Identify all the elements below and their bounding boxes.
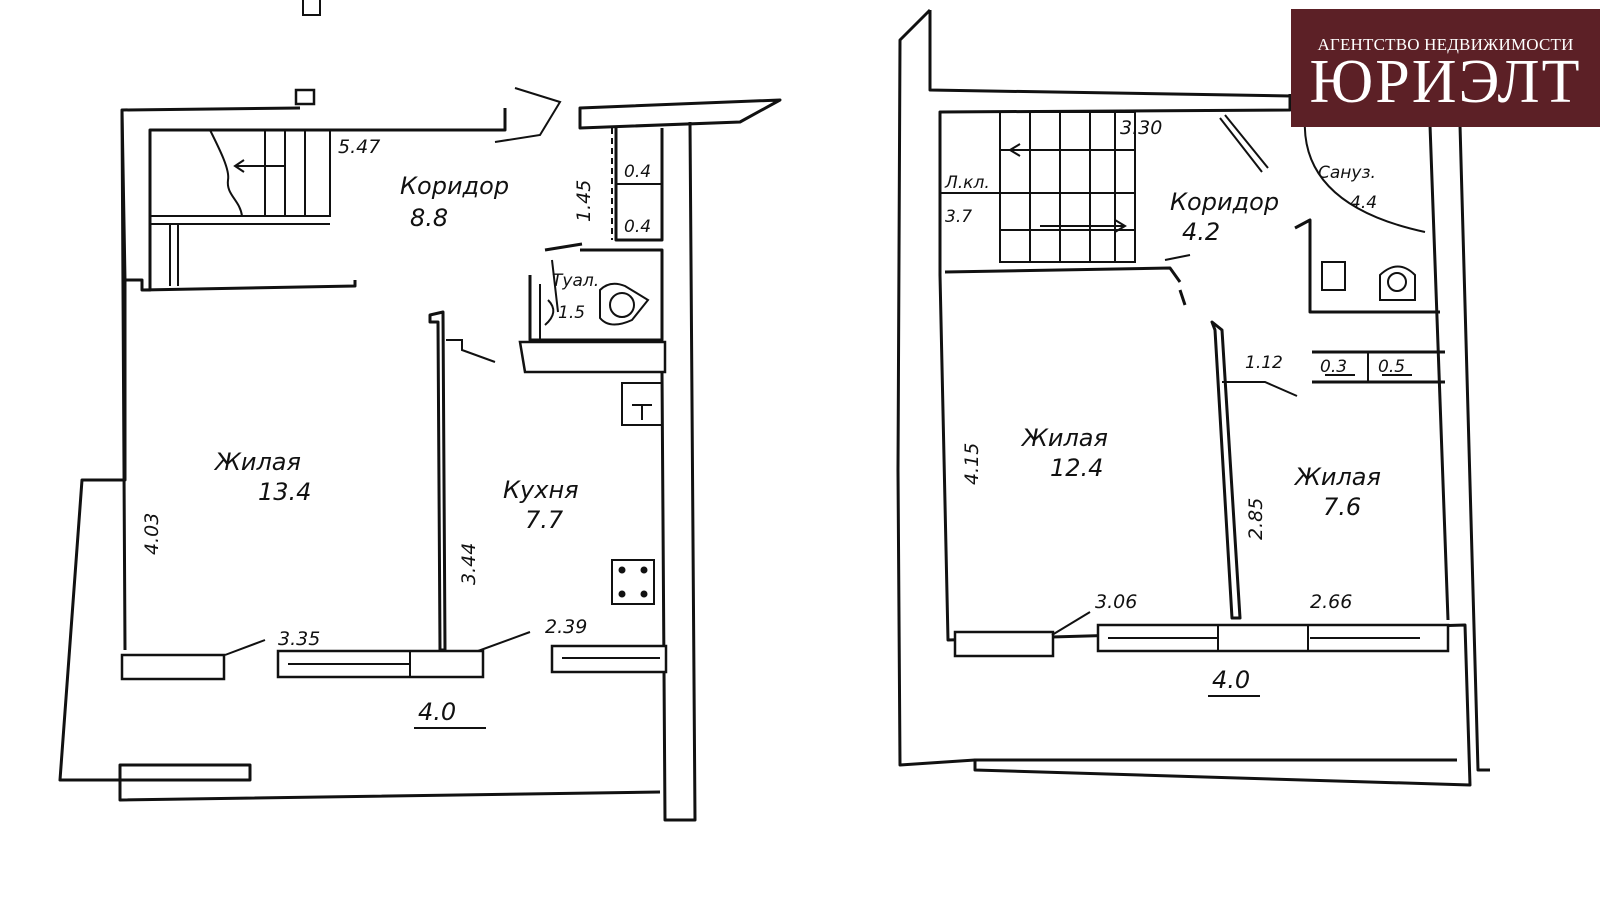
dim-stair-width-1: 5.47 xyxy=(338,136,380,158)
closet-1a-area: 0.4 xyxy=(624,162,651,182)
bath-area: 4.4 xyxy=(1350,193,1377,213)
dim-living-width-2b: 2.66 xyxy=(1310,591,1352,613)
bath-door-arc xyxy=(1303,117,1426,233)
dim-leaders-1 xyxy=(224,631,531,656)
toilet-area: 1.5 xyxy=(558,303,585,323)
sink-tap xyxy=(632,404,652,420)
closet-1b-area: 0.4 xyxy=(624,217,651,237)
kitchen-door xyxy=(446,339,496,363)
living-door xyxy=(1222,381,1298,397)
living-2b-area: 7.6 xyxy=(1323,493,1361,521)
logo-brand-name: ЮРИЭЛТ xyxy=(1309,48,1582,116)
corridor-partition xyxy=(141,280,357,292)
living-1-label: Жилая xyxy=(213,448,301,476)
closet-2a-area: 0.3 xyxy=(1320,357,1347,377)
living-partition xyxy=(1210,320,1242,620)
corridor-1-label: Коридор xyxy=(400,172,509,200)
kitchen-area: 7.7 xyxy=(525,506,564,534)
windows-2 xyxy=(953,623,1450,658)
bathroom-2 xyxy=(1294,218,1440,314)
windows-1 xyxy=(120,644,668,681)
dim-kitchen-width: 2.39 xyxy=(545,616,587,638)
stair-partition xyxy=(944,266,1187,306)
stair-door xyxy=(1164,254,1191,261)
dim-corridor-depth: 1.45 xyxy=(573,180,595,222)
corridor-1-area: 8.8 xyxy=(410,204,448,232)
closet-2b-area: 0.5 xyxy=(1378,357,1405,377)
floor-1-labels: Коридор 8.8 5.47 1.45 0.4 0.4 Туал. 1.5 … xyxy=(141,136,651,729)
logo-tagline: АГЕНТСТВО НЕДВИЖИМОСТИ xyxy=(1317,35,1574,54)
top-right-wall xyxy=(578,98,782,130)
kitchen-upper-wall xyxy=(518,340,667,374)
corridor-2-area: 4.2 xyxy=(1182,218,1220,246)
closets-2 xyxy=(1312,350,1445,384)
living-2a-area: 12.4 xyxy=(1050,454,1103,482)
staircase-2 xyxy=(940,111,1136,263)
living-1-area: 13.4 xyxy=(258,478,311,506)
dim-living-width-1: 3.35 xyxy=(278,628,320,650)
sink-fixture xyxy=(621,382,663,426)
toilet-label: Туал. xyxy=(552,271,599,291)
top-wall-mark xyxy=(302,0,321,16)
dim-kitchen-depth: 3.44 xyxy=(458,543,480,585)
toilet-1 xyxy=(528,242,664,342)
dim-living-width-2a: 3.06 xyxy=(1095,591,1137,613)
floor-2-plan xyxy=(896,8,1490,787)
entry-door-swing xyxy=(494,87,562,143)
living-kitchen-wall xyxy=(428,310,447,652)
dim-living-depth-2a: 4.15 xyxy=(961,443,983,485)
dim-passage: 1.12 xyxy=(1245,353,1283,373)
outer-wall-2-west xyxy=(896,8,976,767)
floor-2-labels: Л.кл. 3.7 3.30 Коридор 4.2 Сануз. 4.4 1.… xyxy=(944,117,1405,697)
bath-label: Сануз. xyxy=(1318,163,1376,183)
dim-stair-width-2: 3.30 xyxy=(1120,117,1162,139)
staircase-1 xyxy=(149,129,331,225)
vent-mark xyxy=(294,88,316,106)
stair-2-label: Л.кл. xyxy=(944,173,990,193)
agency-logo: АГЕНТСТВО НЕДВИЖИМОСТИ ЮРИЭЛТ xyxy=(1291,9,1600,127)
outer-wall-east xyxy=(660,121,697,822)
floor-1-plan xyxy=(58,0,782,822)
dim-leaders-2 xyxy=(1051,611,1091,636)
dim-living-depth-2b: 2.85 xyxy=(1245,498,1267,540)
corridor-door xyxy=(1219,114,1269,173)
stove-fixture xyxy=(611,559,655,605)
outer-wall-2-east xyxy=(1428,124,1490,772)
closets-1 xyxy=(611,128,664,242)
stair-2-area: 3.7 xyxy=(945,207,972,227)
dim-living-depth-1: 4.03 xyxy=(141,513,163,555)
balcony-1-dim: 4.0 xyxy=(418,698,456,726)
corridor-2-label: Коридор xyxy=(1170,188,1279,216)
kitchen-label: Кухня xyxy=(503,476,579,504)
balcony-2-dim: 4.0 xyxy=(1212,666,1250,694)
living-2b-label: Жилая xyxy=(1293,463,1381,491)
living-2a-label: Жилая xyxy=(1020,424,1108,452)
outer-wall-west xyxy=(58,109,661,802)
corridor-column xyxy=(169,224,179,286)
